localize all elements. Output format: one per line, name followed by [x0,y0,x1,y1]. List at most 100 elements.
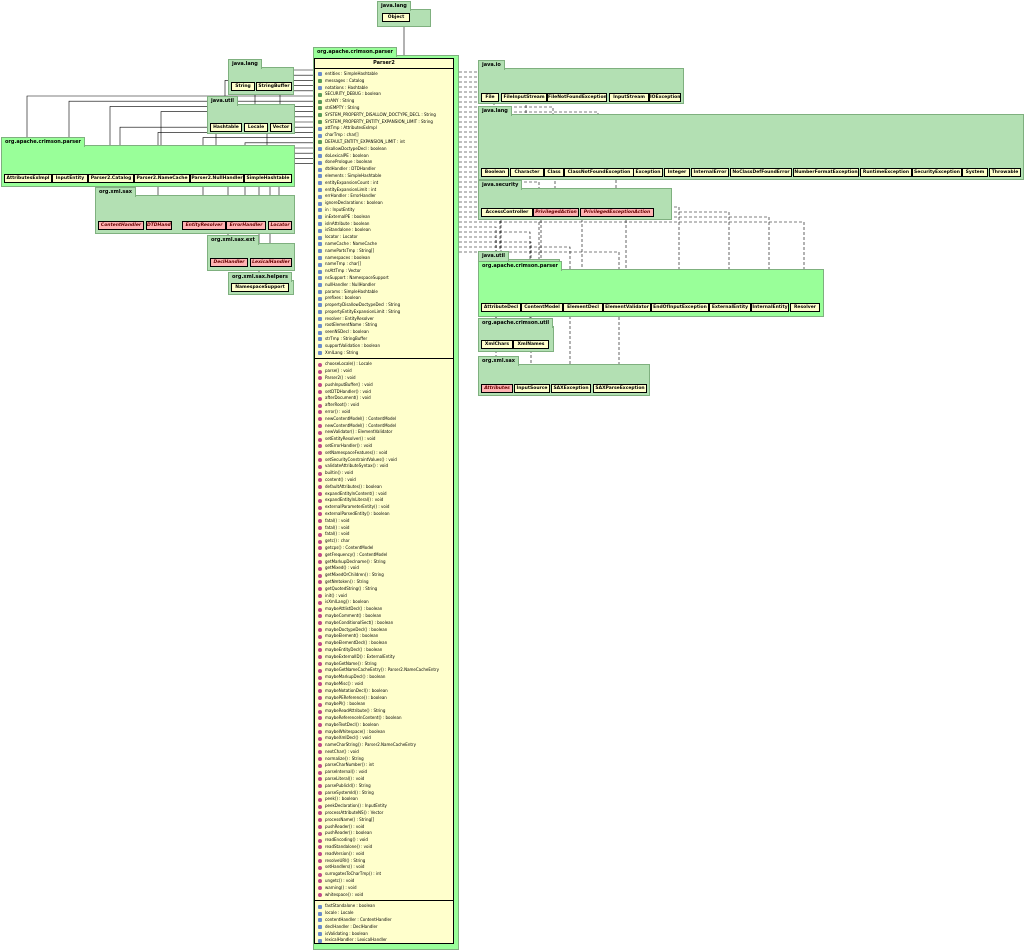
class-member[interactable]: nullHandler : NullHandler [318,282,453,289]
class-member[interactable]: isXmlLang() : boolean [318,599,453,606]
class-member[interactable]: namePartsTmp : String[] [318,248,453,255]
class-member[interactable]: charTmp : char[] [318,132,453,139]
class-namespacesupport[interactable]: NamespaceSupport [231,283,289,292]
class-member[interactable]: maybeElementDecl() : boolean [318,640,453,647]
class-member[interactable]: setDTDHandler() : void [318,389,453,396]
class-member[interactable]: entityExpansionLimit : int [318,187,453,194]
class-ioexception[interactable]: IOException [649,93,681,102]
class-member[interactable]: processName() : String[] [318,817,453,824]
class-parser2-nullhandler[interactable]: Parser2.NullHandler [190,174,244,183]
class-member[interactable]: maybeGetName() : String [318,661,453,668]
class-member[interactable]: inExternalPE : boolean [318,214,453,221]
class-attributedecl[interactable]: AttributeDecl [481,303,521,312]
class-runtimeexception[interactable]: RuntimeException [860,168,912,177]
class-elementdecl[interactable]: ElementDecl [563,303,603,312]
class-member[interactable]: isStandalone : boolean [318,227,453,234]
class-member[interactable]: parseCharNumber() : int [318,762,453,769]
class-member[interactable]: seenNSDecl : boolean [318,329,453,336]
class-member[interactable]: maybeMisc() : void [318,681,453,688]
class-member[interactable]: pushReader() : boolean [318,830,453,837]
class-member[interactable]: SYSTEM_PROPERTY_ENTITY_EXPANSION_LIMIT :… [318,119,453,126]
class-dtdhandler[interactable]: DTDHandler [146,221,172,230]
class-member[interactable]: newValidator() : ElementValidator [318,429,453,436]
class-member[interactable]: maybePEReference() : boolean [318,695,453,702]
class-member[interactable]: rootElementName : String [318,322,453,329]
class-member[interactable]: init() : void [318,593,453,600]
class-noclassdeffounderror[interactable]: NoClassDefFoundError [730,168,792,177]
class-member[interactable]: Parser2() : void [318,375,453,382]
class-member[interactable]: newContentModel() : ContentModel [318,423,453,430]
class-member[interactable]: propertyDisallowDoctypeDecl : String [318,302,453,309]
class-lexicalhandler[interactable]: LexicalHandler [250,258,292,267]
class-member[interactable]: setSecurityConstraintValues() : void [318,457,453,464]
class-member[interactable]: errHandler : ErrorHandler [318,193,453,200]
class-member[interactable]: isValidating : boolean [318,931,453,938]
class-hashtable[interactable]: Hashtable [210,123,242,132]
class-member[interactable]: maybeXmlDecl() : void [318,735,453,742]
class-member[interactable]: newContentModel() : ContentModel [318,416,453,423]
class-member[interactable]: maybeMarkupDecl() : boolean [318,674,453,681]
class-stringbuffer[interactable]: StringBuffer [256,82,292,91]
class-member[interactable]: maybeNotationDecl() : boolean [318,688,453,695]
class-integer[interactable]: Integer [664,168,690,177]
class-member[interactable]: whitespace() : void [318,892,453,899]
class-member[interactable]: in : InputEntity [318,207,453,214]
class-parser2-namecache[interactable]: Parser2.NameCache [134,174,190,183]
class-member[interactable]: pushInputBuffer() : void [318,382,453,389]
class-member[interactable]: warning() : void [318,885,453,892]
class-member[interactable]: setEntityResolver() : void [318,436,453,443]
class-member[interactable]: maybeExternalID() : ExternalEntity [318,654,453,661]
class-member[interactable]: peek() : boolean [318,796,453,803]
class-member[interactable]: setErrorHandler() : void [318,443,453,450]
class-member[interactable]: setNamespaceFeatures() : void [318,450,453,457]
class-member[interactable]: defaultAttributes() : boolean [318,484,453,491]
class-parser2-catalog[interactable]: Parser2.Catalog [88,174,134,183]
class-member[interactable]: parsePublicId() : String [318,783,453,790]
class-member[interactable]: parseInternal() : void [318,769,453,776]
class-member[interactable]: fatal() : void [318,531,453,538]
class-member[interactable]: maybeTextDecl() : boolean [318,722,453,729]
class-inputstream[interactable]: InputStream [609,93,649,102]
class-member[interactable]: maybeGetNameCacheEntry() : Parser2.NameC… [318,667,453,674]
class-member[interactable]: parse() : void [318,368,453,375]
class-member[interactable]: setHandlers() : void [318,864,453,871]
class-fileinputstream[interactable]: FileInputStream [501,93,547,102]
class-attributeseximpl[interactable]: AttributesExImpl [4,174,52,183]
class-member[interactable]: readEncoding() : void [318,837,453,844]
class-member[interactable]: maybeReferenceInContent() : boolean [318,715,453,722]
class-member[interactable]: getNmtoken() : String [318,579,453,586]
class-saxparseexception[interactable]: SAXParseException [593,384,647,393]
class-boolean[interactable]: Boolean [481,168,509,177]
class-xmlchars[interactable]: XmlChars [481,340,513,349]
class-member[interactable]: entityExpansionCount : int [318,180,453,187]
class-member[interactable]: dtdHandler : DTDHandler [318,166,453,173]
class-member[interactable]: readStandalone() : void [318,844,453,851]
class-member[interactable]: externalParsedEntity() : boolean [318,511,453,518]
class-object[interactable]: Object [382,13,410,22]
class-member[interactable]: fatal() : void [318,518,453,525]
class-member[interactable]: afterRoot() : void [318,402,453,409]
class-member[interactable]: nameCache : NameCache [318,241,453,248]
class-member[interactable]: maybeDoctypeDecl() : boolean [318,627,453,634]
class-errorhandler[interactable]: ErrorHandler [226,221,266,230]
class-member[interactable]: validateAttributeSyntax() : void [318,463,453,470]
class-numberformatexception[interactable]: NumberFormatException [793,168,859,177]
class-member[interactable]: builtin() : void [318,470,453,477]
class-member[interactable]: fatal() : void [318,525,453,532]
class-member[interactable]: getMixed() : void [318,565,453,572]
class-member[interactable]: maybeEntityDecl() : boolean [318,647,453,654]
class-member[interactable]: content() : void [318,477,453,484]
class-member[interactable]: params : SimpleHashtable [318,289,453,296]
class-member[interactable]: doLexicalPE : boolean [318,153,453,160]
class-elementvalidator[interactable]: ElementValidator [603,303,651,312]
class-privilegedexceptionaction[interactable]: PrivilegedExceptionAction [580,208,654,217]
class-system[interactable]: System [962,168,988,177]
class-member[interactable]: locale : Locale [318,910,453,917]
class-member[interactable]: elements : SimpleHashtable [318,173,453,180]
class-contenthandler[interactable]: ContentHandler [98,221,144,230]
class-member[interactable]: maybeConditionalSect() : boolean [318,620,453,627]
class-member[interactable]: getQuotedString() : String [318,586,453,593]
class-internalentity[interactable]: InternalEntity [751,303,789,312]
class-declhandler[interactable]: DeclHandler [210,258,248,267]
